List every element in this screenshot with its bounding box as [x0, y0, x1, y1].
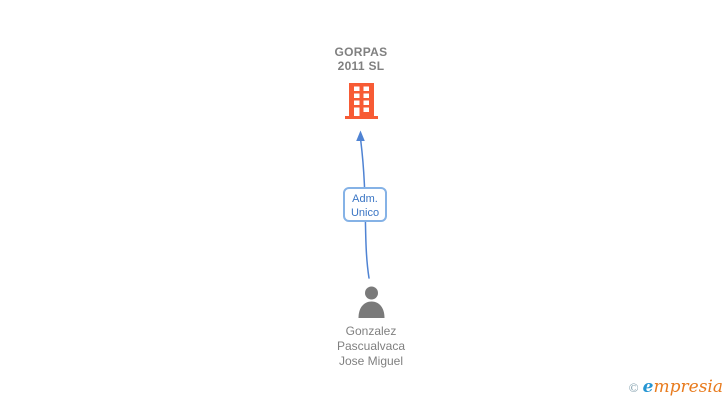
- person-name-line1: Gonzalez: [345, 324, 397, 338]
- company-node[interactable]: GORPAS 2011 SL: [287, 45, 435, 119]
- relationship-label-line1: Adm.: [352, 193, 378, 205]
- company-name: GORPAS 2011 SL: [287, 45, 435, 73]
- person-icon: [358, 286, 384, 318]
- empresia-logo[interactable]: © empresia: [629, 378, 723, 396]
- relationship-label[interactable]: Adm. Unico: [343, 187, 387, 222]
- company-name-line1: GORPAS: [334, 45, 388, 59]
- person-node[interactable]: Gonzalez Pascualvaca Jose Miguel: [296, 286, 446, 369]
- brand-wordmark: empresia: [643, 378, 723, 396]
- brand-initial: e: [642, 377, 654, 397]
- copyright-icon: ©: [628, 380, 639, 395]
- person-name: Gonzalez Pascualvaca Jose Miguel: [296, 324, 446, 369]
- person-name-line2: Pascualvaca: [336, 339, 406, 353]
- brand-rest: mpresia: [653, 377, 724, 397]
- relationship-label-line2: Unico: [350, 207, 380, 219]
- building-icon: [344, 83, 378, 119]
- company-name-line2: 2011 SL: [337, 59, 385, 73]
- person-name-line3: Jose Miguel: [338, 354, 404, 368]
- arrowhead-icon: [356, 130, 365, 141]
